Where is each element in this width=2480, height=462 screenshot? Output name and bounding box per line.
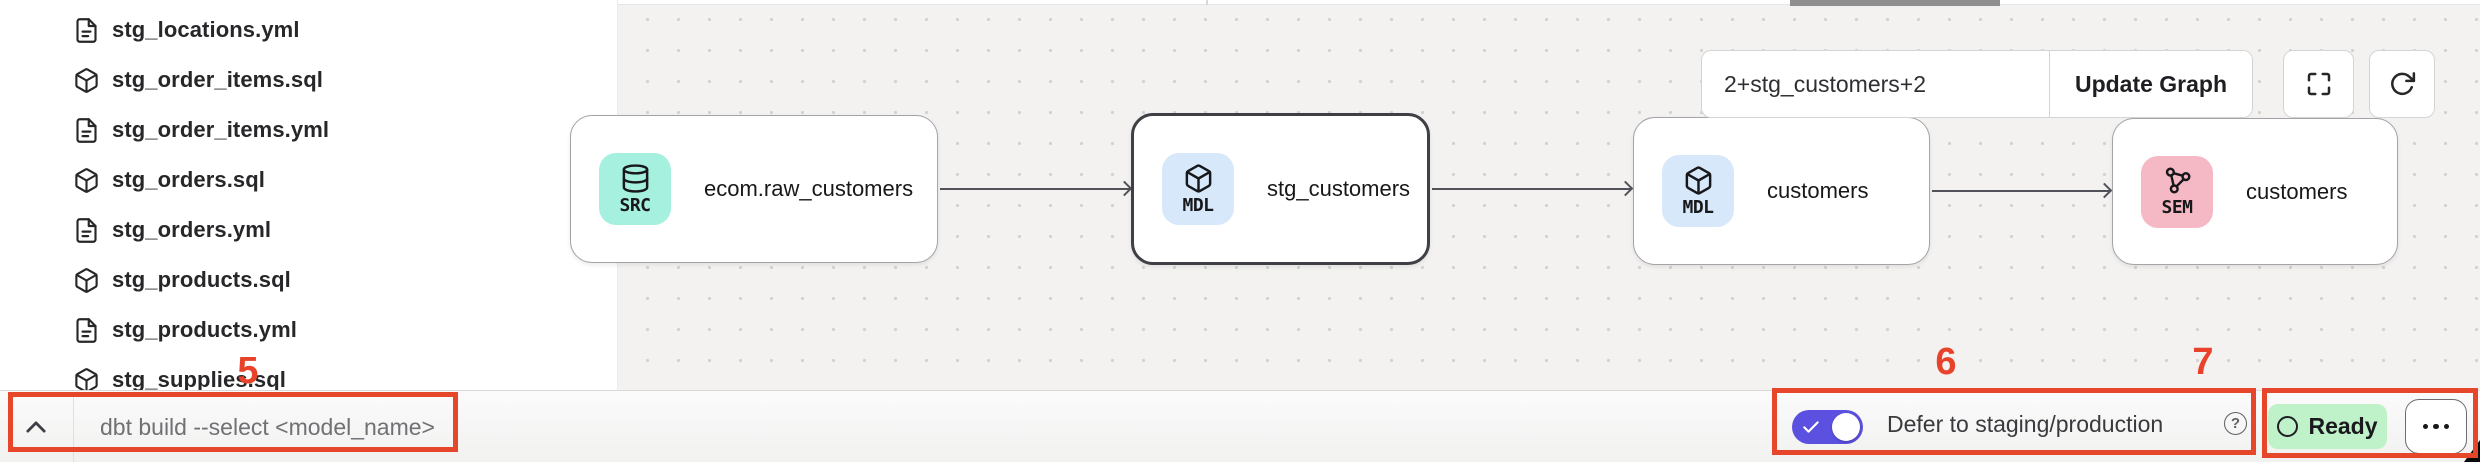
file-name: stg_products.sql: [112, 267, 291, 292]
file-name: stg_supplies.sql: [112, 367, 286, 392]
command-bar-divider: [73, 392, 74, 462]
file-row-stg-products-yml[interactable]: stg_products.yml: [0, 305, 617, 355]
file-text-icon: [73, 217, 100, 244]
help-icon[interactable]: ?: [2224, 412, 2247, 435]
mouse-cursor: [2464, 440, 2480, 462]
file-text-icon: [73, 17, 100, 44]
cube-icon: [1183, 163, 1214, 194]
file-name: stg_products.yml: [112, 317, 297, 342]
ready-ring-icon: [2277, 416, 2299, 437]
badge-label: SRC: [619, 194, 651, 216]
file-name: stg_order_items.sql: [112, 67, 323, 92]
toggle-knob: [1832, 413, 1860, 441]
file-name: stg_orders.yml: [112, 217, 272, 242]
source-badge: SRC: [599, 153, 671, 225]
lineage-node-customers-semantic[interactable]: SEM customers: [2112, 118, 2398, 265]
edge-stg-customers-to-customers: [1432, 188, 1631, 190]
file-tree-panel: stg_locations.yml stg_order_items.sql st…: [0, 0, 618, 393]
model-badge: MDL: [1162, 153, 1234, 225]
badge-label: MDL: [1682, 196, 1714, 218]
more-options-button[interactable]: [2405, 399, 2467, 454]
fullscreen-icon: [2304, 69, 2334, 99]
file-row-stg-order-items-sql[interactable]: stg_order_items.sql: [0, 55, 617, 105]
cube-icon: [73, 267, 100, 294]
file-name: stg_locations.yml: [112, 17, 300, 42]
check-icon: [1801, 417, 1821, 437]
file-row-stg-products-sql[interactable]: stg_products.sql: [0, 255, 617, 305]
node-label: customers: [1767, 178, 1869, 203]
file-text-icon: [73, 317, 100, 344]
file-row-stg-orders-yml[interactable]: stg_orders.yml: [0, 205, 617, 255]
command-status-bar: Defer to staging/production ? Ready: [0, 390, 2480, 462]
cube-icon: [73, 167, 100, 194]
selector-divider: [2048, 51, 2050, 117]
file-row-stg-locations-yml[interactable]: stg_locations.yml: [0, 5, 617, 55]
cube-icon: [73, 67, 100, 94]
fullscreen-button[interactable]: [2283, 50, 2354, 118]
file-name: stg_orders.sql: [112, 167, 266, 192]
lineage-node-stg-customers-selected[interactable]: MDL stg_customers: [1131, 113, 1430, 265]
file-text-icon: [73, 117, 100, 144]
lineage-node-customers-model[interactable]: MDL customers: [1633, 117, 1930, 265]
cube-icon: [1683, 165, 1714, 196]
top-strip: [618, 0, 2480, 5]
chevron-up-icon: [22, 413, 50, 441]
refresh-icon: [2387, 69, 2417, 99]
badge-label: MDL: [1182, 194, 1214, 216]
horizontal-scrollbar-thumb[interactable]: [1790, 0, 2000, 6]
defer-label: Defer to staging/production: [1887, 411, 2164, 437]
node-label: stg_customers: [1267, 176, 1411, 201]
ellipsis-icon: [2422, 423, 2450, 430]
top-strip-divider: [1206, 0, 1208, 5]
semantic-network-icon: [2162, 165, 2193, 196]
semantic-badge: SEM: [2141, 155, 2213, 228]
expand-command-bar-button[interactable]: [22, 413, 50, 441]
model-badge: MDL: [1662, 155, 1734, 227]
node-label: ecom.raw_customers: [704, 176, 914, 201]
lineage-selector-group: Update Graph: [1701, 50, 2253, 118]
update-graph-button[interactable]: Update Graph: [2050, 51, 2252, 117]
lineage-node-source-raw-customers[interactable]: SRC ecom.raw_customers: [570, 115, 938, 263]
file-row-stg-orders-sql[interactable]: stg_orders.sql: [0, 155, 617, 205]
edge-raw-customers-to-stg-customers: [940, 188, 1130, 190]
badge-label: SEM: [2161, 197, 2193, 218]
refresh-button[interactable]: [2369, 50, 2435, 118]
file-row-stg-order-items-yml[interactable]: stg_order_items.yml: [0, 105, 617, 155]
status-badge: Ready: [2268, 404, 2387, 449]
edge-customers-to-semantic-customers: [1932, 190, 2110, 192]
database-icon: [620, 163, 651, 194]
defer-toggle[interactable]: [1792, 410, 1863, 444]
file-row-stg-supplies-sql[interactable]: stg_supplies.sql: [0, 355, 617, 405]
node-label: customers: [2246, 178, 2348, 204]
file-name: stg_order_items.yml: [112, 117, 330, 142]
dbt-command-input[interactable]: [100, 392, 1400, 462]
status-badge-label: Ready: [2308, 413, 2378, 439]
lineage-selector-input[interactable]: [1702, 51, 2049, 117]
